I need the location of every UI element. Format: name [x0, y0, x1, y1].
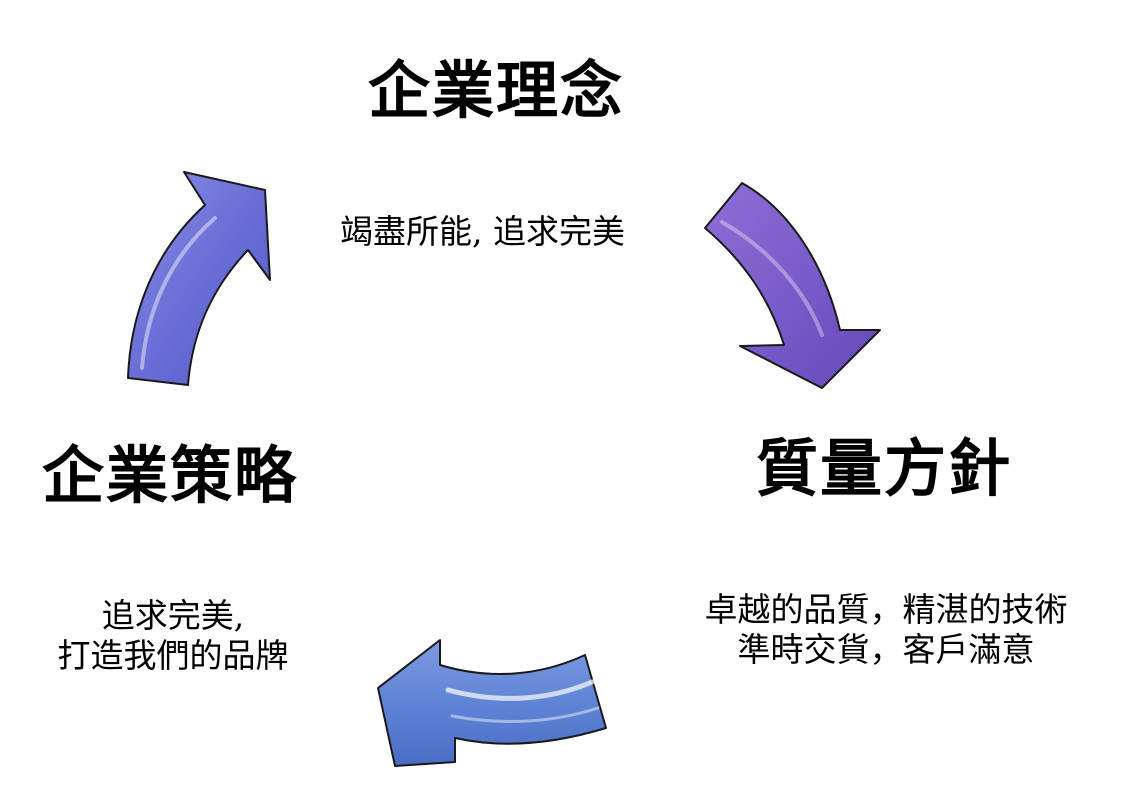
strategy-description: 追求完美, 打造我們的品牌	[42, 596, 304, 675]
quality-policy-heading: 質量方針	[756, 432, 1013, 505]
quality-policy-description: 卓越的品質，精湛的技術 準時交貨，客戶滿意	[676, 590, 1096, 669]
philosophy-heading: 企業理念	[368, 54, 625, 127]
arrow-up-right	[127, 171, 271, 386]
philosophy-line: 竭盡所能, 追求完美	[340, 212, 625, 251]
philosophy-description: 竭盡所能, 追求完美	[340, 212, 625, 252]
quality-line: 準時交貨，客戶滿意	[737, 629, 1035, 669]
strategy-heading: 企業策略	[42, 439, 299, 512]
arrow-down-right	[704, 182, 881, 389]
strategy-line: 追求完美,	[101, 596, 245, 635]
quality-line: 卓越的品質，精湛的技術	[704, 590, 1068, 629]
strategy-line: 打造我們的品牌	[57, 635, 289, 675]
arrow-left	[377, 639, 607, 767]
